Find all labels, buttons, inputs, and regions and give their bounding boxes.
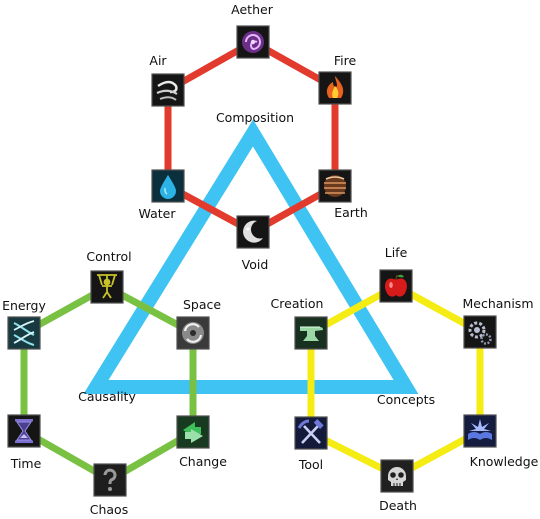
wind-icon [156,80,178,101]
node-mechanism[interactable] [463,315,497,349]
node-label-aether: Aether [231,2,274,17]
node-label-knowledge: Knowledge [470,454,539,469]
node-label-earth: Earth [334,205,368,220]
node-fire[interactable] [318,71,352,105]
hourglass-icon [15,419,33,443]
node-label-void: Void [242,257,269,272]
node-void[interactable] [236,215,270,249]
node-label-time: Time [10,456,42,471]
change-arrows-icon [183,422,203,443]
node-label-fire: Fire [334,53,357,68]
node-label-creation: Creation [271,296,324,311]
node-chaos[interactable] [93,463,127,497]
node-space[interactable] [176,316,210,350]
earth-layers-icon [324,175,346,197]
node-label-control: Control [86,249,131,264]
node-tool[interactable] [294,416,328,450]
triangle-label-composition: Composition [216,110,294,125]
node-energy[interactable] [7,316,41,350]
node-knowledge[interactable] [463,414,497,448]
triangle-label-causality: Causality [78,389,136,404]
node-death[interactable] [380,459,414,493]
water-drop-icon [160,175,176,199]
energy-helix-icon [13,320,35,346]
node-label-space: Space [183,297,221,312]
skull-icon [388,467,406,486]
node-earth[interactable] [318,169,352,203]
node-label-life: Life [385,245,408,260]
node-time[interactable] [7,414,41,448]
node-label-mechanism: Mechanism [462,296,533,311]
void-crescent-icon [243,220,263,243]
node-label-energy: Energy [2,298,46,313]
flame-icon [326,76,344,98]
node-label-tool: Tool [298,457,323,472]
triangle-label-concepts: Concepts [377,392,435,407]
node-water[interactable] [151,169,185,203]
node-label-air: Air [149,53,167,68]
node-control[interactable] [90,270,124,304]
node-change[interactable] [176,415,210,449]
node-aether[interactable] [236,25,270,59]
puppet-icon [97,274,117,299]
gears-icon [468,321,492,345]
triangle-frame [83,119,419,394]
node-label-water: Water [139,206,177,221]
node-label-change: Change [179,454,227,469]
node-label-death: Death [379,498,417,513]
space-vortex-icon [182,322,204,344]
node-label-chaos: Chaos [90,502,128,517]
node-life[interactable] [379,269,413,303]
apple-icon [385,274,407,297]
anvil-icon [300,326,323,341]
node-creation[interactable] [294,316,328,350]
question-mark-icon [103,468,117,491]
book-icon [468,419,492,440]
node-air[interactable] [151,73,185,107]
hammer-pick-icon [297,419,324,444]
aether-swirl-icon [242,31,264,53]
